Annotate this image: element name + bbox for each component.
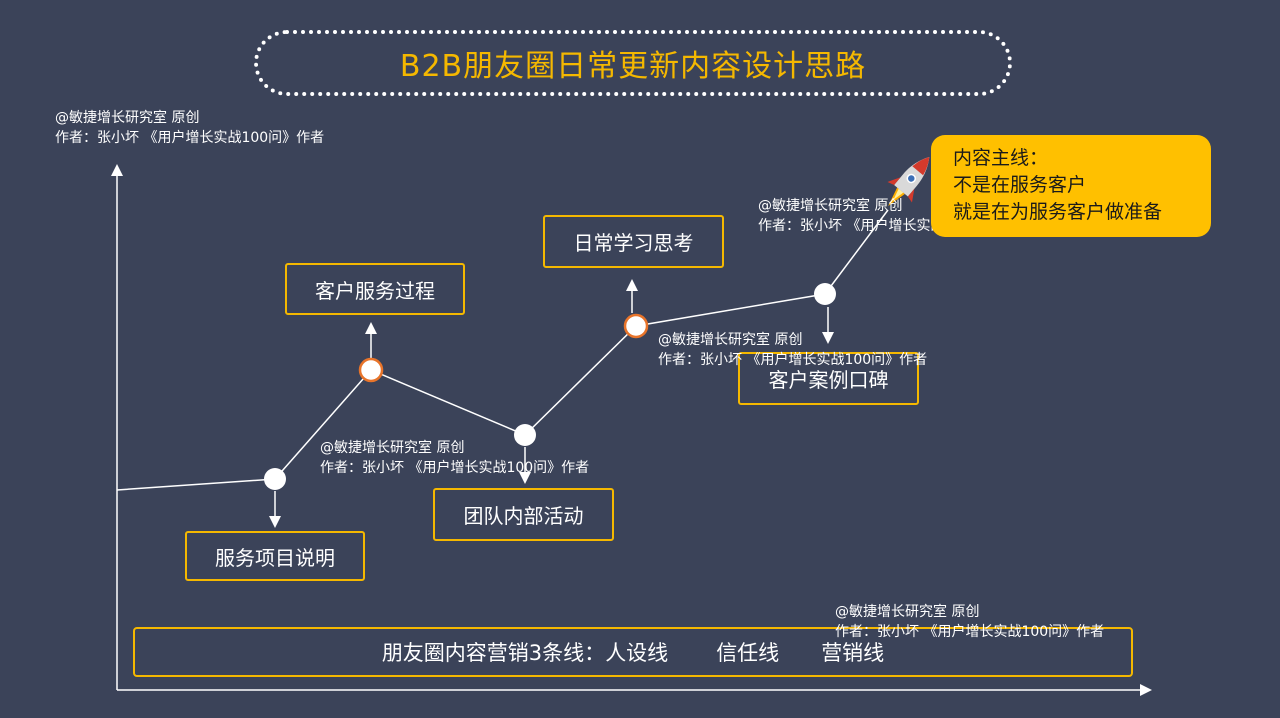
watermark-line1: @敏捷增长研究室 原创 xyxy=(835,604,980,620)
watermark-line1: @敏捷增长研究室 原创 xyxy=(658,332,803,348)
label-customer-service: 客户服务过程 xyxy=(285,263,465,315)
callout-line1: 内容主线： xyxy=(953,147,1049,169)
bottom-line-trust: 信任线 xyxy=(716,641,780,665)
node-daily-learning xyxy=(623,313,649,339)
watermark-line1: @敏捷增长研究室 原创 xyxy=(55,110,200,126)
watermark-line1: @敏捷增长研究室 原创 xyxy=(758,198,903,214)
node-case-reputation xyxy=(814,283,836,305)
bottom-prefix: 朋友圈内容营销3条线： xyxy=(381,641,606,665)
callout-line2: 不是在服务客户 xyxy=(953,174,1087,196)
watermark-line2: 作者：张小坏 《用户增长实战100问》作者 xyxy=(835,624,1105,640)
bottom-summary-bar: 朋友圈内容营销3条线： 人设线 信任线 营销线 xyxy=(133,627,1133,677)
node-customer-service xyxy=(358,357,384,383)
bottom-line-persona: 人设线 xyxy=(605,641,669,665)
label-service-items: 服务项目说明 xyxy=(185,531,365,581)
label-daily-learning: 日常学习思考 xyxy=(543,215,724,268)
bottom-line-marketing: 营销线 xyxy=(821,641,885,665)
watermark-middle-right: @敏捷增长研究室 原创 作者：张小坏 《用户增长实战100问》作者 xyxy=(658,330,927,370)
watermark-line1: @敏捷增长研究室 原创 xyxy=(320,440,465,456)
watermark-top-left: @敏捷增长研究室 原创 作者：张小坏 《用户增长实战100问》作者 xyxy=(55,108,324,148)
rocket-icon xyxy=(887,157,930,207)
watermark-line2: 作者：张小坏 《用户增长实战100问》作者 xyxy=(55,130,325,146)
watermark-line2: 作者：张小坏 《用户增长实战100问》作者 xyxy=(658,352,928,368)
title-frame: B2B朋友圈日常更新内容设计思路 xyxy=(254,30,1012,96)
page-title: B2B朋友圈日常更新内容设计思路 xyxy=(399,49,867,84)
content-mainline-callout: 内容主线： 不是在服务客户 就是在为服务客户做准备 xyxy=(931,135,1211,237)
label-case-reputation: 客户案例口碑 xyxy=(738,352,919,405)
callout-line3: 就是在为服务客户做准备 xyxy=(953,201,1163,223)
node-service-items xyxy=(264,468,286,490)
label-team-activity: 团队内部活动 xyxy=(433,488,614,541)
node-team-activity xyxy=(514,424,536,446)
watermark-line2: 作者：张小坏 《用户增长实战100问》作者 xyxy=(320,460,590,476)
watermark-middle-left: @敏捷增长研究室 原创 作者：张小坏 《用户增长实战100问》作者 xyxy=(320,438,589,478)
watermark-bottom-right: @敏捷增长研究室 原创 作者：张小坏 《用户增长实战100问》作者 xyxy=(835,602,1104,642)
